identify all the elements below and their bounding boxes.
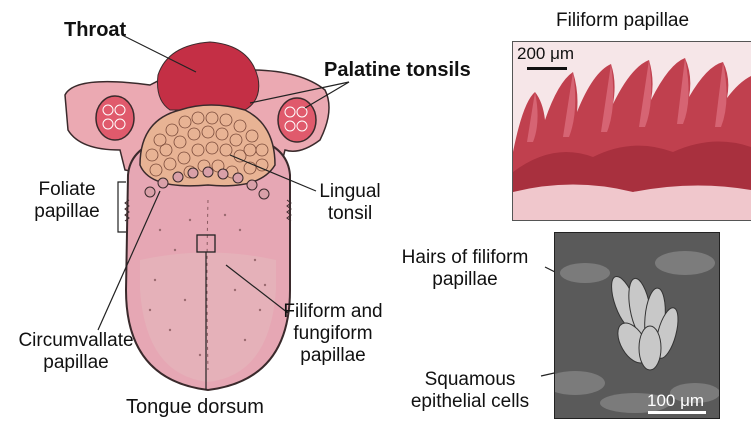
circumvallate-line1: Circumvallate <box>8 330 144 352</box>
label-foliate-papillae: Foliate papillae <box>17 179 117 223</box>
filiform-fungiform-line3: papillae <box>268 345 398 367</box>
label-squamous-cells: Squamous epithelial cells <box>395 369 545 413</box>
label-lingual-tonsil: Lingual tonsil <box>307 181 393 225</box>
label-palatine-tonsils: Palatine tonsils <box>324 59 471 81</box>
filiform-fungiform-line1: Filiform and <box>268 301 398 323</box>
lingual-line1: Lingual <box>307 181 393 203</box>
palatine-tonsil-left <box>96 96 134 140</box>
label-circumvallate-papillae: Circumvallate papillae <box>8 330 144 374</box>
throat-shape <box>158 42 259 110</box>
label-filiform-fungiform: Filiform and fungiform papillae <box>268 301 398 367</box>
foliate-line2: papillae <box>17 201 117 223</box>
histology-title: Filiform papillae <box>556 10 689 32</box>
label-tongue-dorsum: Tongue dorsum <box>126 396 264 418</box>
squamous-line1: Squamous <box>395 369 545 391</box>
hairs-line1: Hairs of filiform <box>380 247 550 269</box>
histology-micrograph: 200 μm <box>512 41 751 221</box>
sem-scale-bar <box>648 411 706 414</box>
circumvallate-line2: papillae <box>8 352 144 374</box>
histology-scale-bar <box>527 67 567 70</box>
label-hairs-filiform: Hairs of filiform papillae <box>380 247 550 291</box>
label-throat: Throat <box>64 19 126 41</box>
sem-scale-label: 100 μm <box>647 391 704 411</box>
lingual-line2: tonsil <box>307 203 393 225</box>
sem-micrograph: 100 μm <box>554 232 720 419</box>
filiform-fungiform-line2: fungiform <box>268 323 398 345</box>
foliate-line1: Foliate <box>17 179 117 201</box>
histology-scale-label: 200 μm <box>517 44 574 64</box>
hairs-line2: papillae <box>380 269 550 291</box>
squamous-line2: epithelial cells <box>395 391 545 413</box>
